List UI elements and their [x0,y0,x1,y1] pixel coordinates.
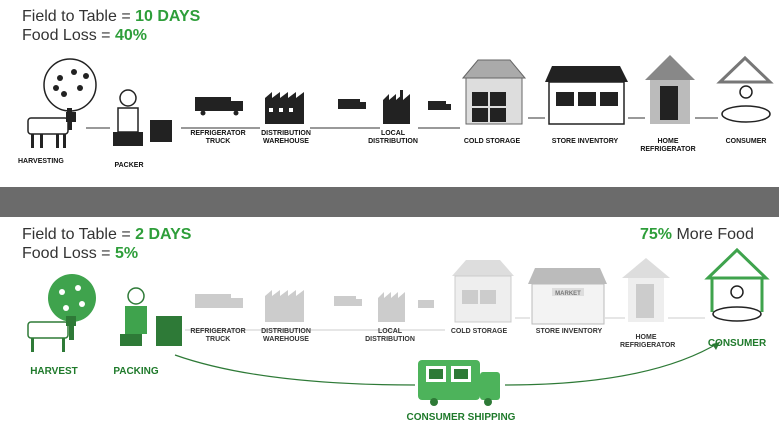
label-packing: PACKING [113,366,159,377]
market-sign: MARKET [555,291,581,297]
top-loss-label: Food Loss = [22,27,115,44]
label-skip-store-inventory: STORE INVENTORY [535,328,603,335]
label-skip-distribution-warehouse: DISTRIBUTION WAREHOUSE [261,328,311,343]
top-time-value: 10 DAYS [135,8,201,25]
shipping-arrowhead [712,342,720,350]
tree-icon [43,58,97,130]
store-icon [545,66,628,125]
green-consumer-icon [704,247,770,322]
skipped-local-distribution-icon [378,292,405,322]
bottom-time-value: 2 DAYS [135,226,192,243]
label-green-consumer: CONSUMER [707,338,767,349]
van-icon [428,101,451,110]
label-consumer: CONSUMER [725,138,767,145]
local-distribution-icon [383,90,410,124]
skipped-cold-storage-icon [452,260,514,323]
label-store-inventory: STORE INVENTORY [551,138,619,145]
label-skip-cold-storage: COLD STORAGE [450,328,508,335]
more-food-value: 75% [640,226,673,243]
bottom-loss-value: 5% [114,245,139,262]
home-refrigerator-icon [645,55,695,124]
label-local-distribution: LOCAL DISTRIBUTION [368,130,418,145]
section-divider [0,187,779,217]
top-loss-value: 40% [114,27,147,44]
packing-icon [120,287,182,346]
label-harvesting: HARVESTING [18,158,64,165]
more-food-label: More Food [672,226,754,243]
label-harvest: HARVEST [30,366,78,377]
consumer-icon [716,55,774,123]
skipped-warehouse-icon [265,290,304,322]
bottom-loss-header: Food Loss = 5% [22,245,138,263]
bottom-time-label: Field to Table = [22,226,136,243]
cow-icon [27,112,76,148]
more-food-header: 75% More Food [640,226,754,244]
label-consumer-shipping: CONSUMER SHIPPING [406,412,516,423]
harvest-tree-icon [48,274,96,340]
label-home-refrigerator: HOME REFRIGERATOR [640,138,696,153]
label-cold-storage: COLD STORAGE [463,138,521,145]
top-time-label: Field to Table = [22,8,136,25]
harvest-cow-icon [27,316,76,352]
distribution-warehouse-icon [265,92,304,124]
skipped-van-icon [418,300,434,308]
packer-icon [113,89,172,146]
skipped-truck-icon [195,294,243,308]
label-distribution-warehouse: DISTRIBUTION WAREHOUSE [261,130,311,145]
top-time-header: Field to Table = 10 DAYS [22,8,200,26]
label-skip-home-refrigerator: HOME REFRIGERATOR [620,334,676,349]
skipped-home-refrigerator-icon [622,258,670,322]
skipped-small-truck-icon [334,296,362,306]
shipping-path-right [504,341,721,386]
shipping-path-left [174,354,416,386]
label-refrigerator-truck: REFRIGERATOR TRUCK [190,130,246,145]
label-skip-refrigerator-truck: REFRIGERATOR TRUCK [190,328,246,343]
label-packer: PACKER [114,162,144,169]
bottom-loss-label: Food Loss = [22,245,115,262]
bottom-time-header: Field to Table = 2 DAYS [22,226,191,244]
top-loss-header: Food Loss = 40% [22,27,147,45]
label-skip-local-distribution: LOCAL DISTRIBUTION [365,328,415,343]
small-truck-icon [338,99,366,109]
cold-storage-icon [461,59,527,125]
refrigerator-truck-icon [195,97,243,116]
shipping-truck-icon [418,360,500,406]
skipped-store-icon [528,268,607,325]
